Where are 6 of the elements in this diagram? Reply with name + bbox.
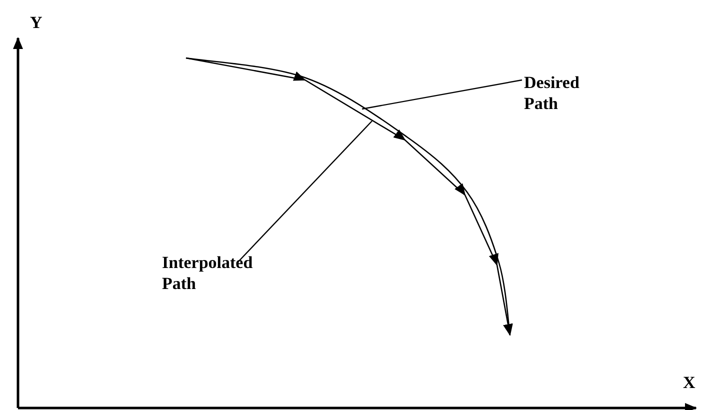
- axis-label: X: [683, 372, 696, 393]
- path-label: Desired Path: [524, 72, 594, 114]
- axis-label: Y: [30, 12, 42, 33]
- leader-line: [238, 120, 372, 262]
- path-label: Interpolated Path: [162, 252, 272, 294]
- leader-line: [362, 79, 522, 110]
